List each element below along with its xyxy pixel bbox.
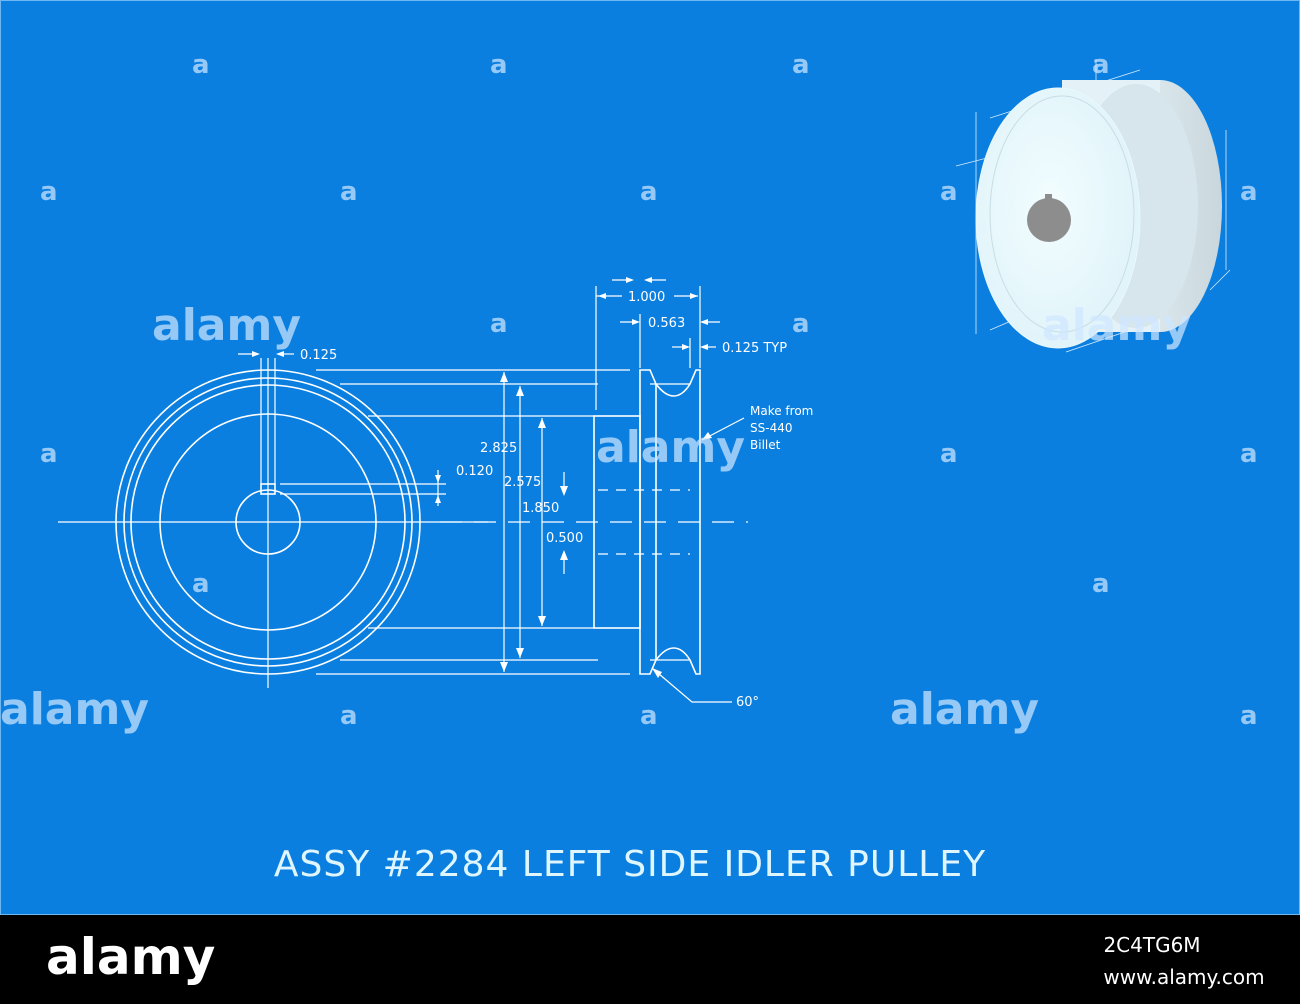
footer-url: www.alamy.com — [1103, 965, 1264, 989]
watermark-glyph: a — [792, 50, 810, 80]
watermark-glyph: a — [1240, 439, 1258, 469]
front-view: 0.125 0.120 — [58, 348, 493, 688]
dim-keyway-depth: 0.120 — [456, 464, 493, 479]
watermark-logo: alamy — [890, 684, 1039, 735]
dim-flange-diameter: 2.575 — [504, 475, 541, 490]
note-line-1: Make from — [750, 404, 813, 418]
watermarks: a a a a a a a a a alamy alamy a a a alam… — [0, 50, 1258, 735]
dim-bore-diameter: 0.500 — [546, 531, 583, 546]
watermark-glyph: a — [490, 50, 508, 80]
watermark-glyph: a — [192, 50, 210, 80]
dim-groove-angle: 60° — [736, 695, 759, 710]
watermark-glyph: a — [1092, 569, 1110, 599]
footer-image-id: 2C4TG6M — [1103, 933, 1200, 957]
watermark-glyph: a — [40, 439, 58, 469]
watermark-glyph: a — [1240, 177, 1258, 207]
dim-total-width: 1.000 — [628, 290, 665, 305]
watermark-glyph: a — [192, 569, 210, 599]
watermark-glyph: a — [490, 309, 508, 339]
watermark-glyph: a — [640, 177, 658, 207]
watermark-glyph: a — [792, 309, 810, 339]
dim-hub-width: 0.563 — [648, 316, 685, 331]
watermark-glyph: a — [640, 701, 658, 731]
watermark-glyph: a — [40, 177, 58, 207]
note-line-3: Billet — [750, 438, 781, 452]
dim-hub-diameter: 1.850 — [522, 501, 559, 516]
watermark-glyph: a — [940, 439, 958, 469]
watermark-logo: alamy — [0, 684, 149, 735]
watermark-glyph: a — [340, 177, 358, 207]
watermark-glyph: a — [340, 701, 358, 731]
dim-keyway-width: 0.125 — [300, 348, 337, 363]
drawing-title: ASSY #2284 LEFT SIDE IDLER PULLEY — [274, 844, 986, 885]
watermark-glyph: a — [1092, 50, 1110, 80]
watermark-glyph: a — [1240, 701, 1258, 731]
dim-outer-diameter: 2.825 — [480, 441, 517, 456]
pulley-3d-render — [955, 60, 1231, 353]
watermark-logo: alamy — [152, 300, 301, 351]
watermark-glyph: a — [940, 177, 958, 207]
note-line-2: SS-440 — [750, 421, 792, 435]
footer-bar: alamy 2C4TG6M www.alamy.com — [0, 915, 1300, 1004]
dim-flange-thickness: 0.125 TYP — [722, 341, 787, 356]
watermark-logo: alamy — [596, 422, 745, 473]
watermark-logo: alamy — [1042, 300, 1191, 351]
footer-logo: alamy — [46, 928, 215, 986]
side-view: 2.825 2.575 1.850 0.500 1.000 0.563 — [316, 277, 813, 710]
